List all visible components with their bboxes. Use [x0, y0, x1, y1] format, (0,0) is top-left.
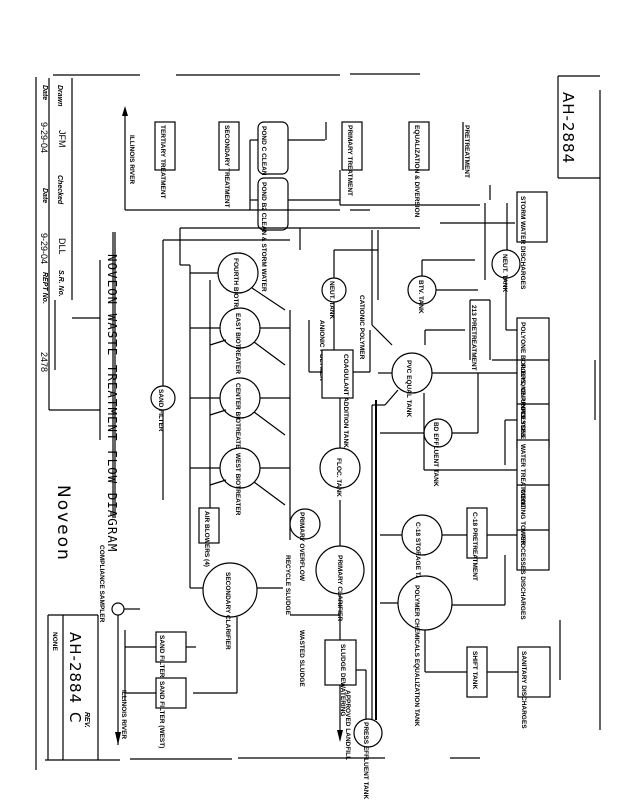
bd-effluent-tank: BD EFFLUENT TANK [432, 422, 439, 487]
fourth-biotreater: FOURTH BIOTREATER [232, 258, 239, 329]
border [35, 73, 601, 770]
storm-water-discharges: STORM WATER DISCHARGES [519, 196, 526, 290]
drawing-number: AH-2884 [66, 632, 84, 704]
pond-b2: POND B2 CLEAN & STORM WATER [260, 182, 267, 292]
polyone-boilers: POLYONE BOILERS, ON UNITS [519, 322, 526, 419]
pretreatment-213: 213 PRETREATMENT [470, 305, 477, 371]
report-value: 2478 [39, 352, 49, 372]
revision: C [66, 712, 84, 723]
title-block: Drawn Date JFM 9-29-04 Checked Date DLL … [39, 78, 101, 440]
polymer-chemicals-tank: POLYMER CHEMICALS EQUALIZATION TANK [413, 585, 420, 727]
cationic-polymer: CATIONIC POLYMER [358, 295, 365, 360]
date1-value: 9-29-04 [39, 122, 49, 153]
cooling-tower: COOLING TOWER [519, 489, 526, 546]
stage-primary: PRIMARY TREATMENT [346, 125, 353, 196]
river-label-top: ILLINOIS RIVER [128, 135, 135, 184]
stage-labels: TERTIARY TREATMENT SECONDARY TREATMENT P… [154, 121, 470, 218]
top-number-block: AH-2884 [557, 75, 600, 179]
drawn-label: Drawn [56, 85, 63, 106]
stage-tertiary: TERTIARY TREATMENT [159, 125, 166, 199]
neut-tank-right: NEUT. TANK [501, 254, 508, 292]
west-biotreater: WEST BIOTREATER [234, 453, 241, 516]
recycle-sludge-label: RECYCLE SLUDGE [284, 555, 291, 616]
scale-value: NONE [51, 632, 58, 651]
neut-tank-center: NEUT. TANK [328, 281, 335, 319]
sand-filter-circle: SAND FILTER [157, 389, 164, 432]
sanitary-discharges: SANITARY DISCHARGES [520, 651, 527, 729]
processes-discharges: PROCESSES DISCHARGES [519, 534, 526, 620]
c18-pretreatment: C-18 PRETREATMENT [471, 512, 478, 581]
checked-label: Checked [56, 175, 63, 205]
drawn-by: JFM [57, 130, 67, 148]
date2-value: 9-29-04 [39, 233, 49, 264]
center-biotreater: CENTER BIOTREATER [234, 383, 241, 454]
drawing-number-top: AH-2884 [559, 92, 577, 164]
river-label-bottom: ILLINOIS RIVER [120, 690, 127, 739]
shift-tank: SHIFT TANK [471, 651, 478, 689]
report-label: REPT No. [41, 272, 48, 304]
primary-overflow: PRIMARY OVERFLOW [298, 512, 305, 582]
checked-by: DLL [57, 238, 67, 255]
primary-clarifier: PRIMARY CLARIFIER [336, 555, 343, 621]
date1-label: Date [41, 85, 48, 100]
stage-equalization: EQUALIZATION & DIVERSION [413, 125, 420, 218]
air-blowers: AIR BLOWERS (4) [203, 511, 210, 567]
revision-label: REV. [83, 712, 90, 728]
stage-secondary: SECONDARY TREATMENT [223, 125, 230, 208]
sludge-dewatering: SLUDGE DEWATERING [339, 644, 346, 716]
stage-pretreatment: PRETREATMENT [463, 125, 470, 178]
date2-label: Date [41, 188, 48, 203]
coagulant-addition-tank: COAGULANT ADDITION TANK [342, 354, 349, 448]
btv-tank: BTV. TANK [417, 280, 424, 314]
sr-label: S.R. No. [57, 270, 64, 297]
company-name: Noveon [53, 485, 73, 562]
east-biotreater: EAST BIOTREATER [234, 313, 241, 374]
approved-landfill: APPROVED LANDFILL [344, 690, 351, 760]
pvc-equal-tank: PVC EQUAL TANK [405, 360, 412, 417]
water-treatment: WATER TREATMENT [519, 444, 526, 508]
c18-storage-tank: C-18 STORAGE TANK [414, 522, 421, 590]
drawing-number-block: AH-2884 C REV. NONE [47, 614, 99, 760]
secondary-clarifier: SECONDARY CLARIFIER [224, 572, 231, 650]
polyone-processes: POLYONE PROCESSES DISCHARGES [519, 364, 526, 483]
sand-filter-east: SAND FILTER (EAST) [158, 635, 165, 701]
compliance-sampler: COMPLIANCE SAMPLER [98, 545, 105, 623]
wasted-sludge-label: WASTED SLUDGE [298, 630, 305, 687]
press-effluent-tank: PRESS EFFLUENT TANK [362, 722, 369, 799]
floc-tank: FLOC. TANK [335, 458, 342, 497]
sand-filter-west: SAND FILTER (WEST) [158, 681, 165, 748]
